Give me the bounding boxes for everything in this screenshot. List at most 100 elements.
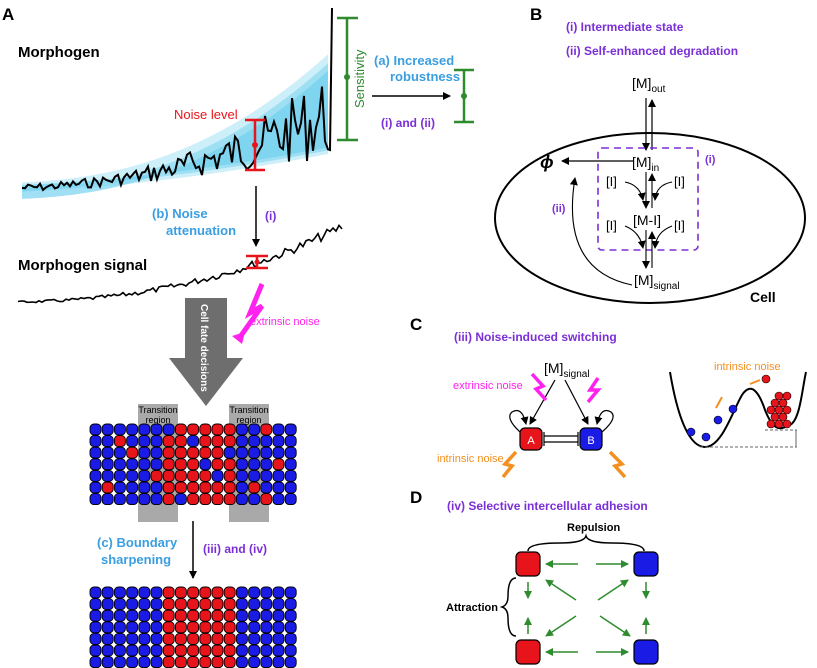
well-cell-red [782, 405, 792, 415]
well-cell-blue [713, 415, 723, 425]
cell-blue [235, 423, 248, 436]
adhesion-cell-red-top [515, 551, 541, 577]
cell-blue [89, 446, 102, 459]
cell-blue [260, 598, 273, 611]
cell-red [174, 481, 187, 494]
repulsion-brace [527, 533, 645, 552]
cell-red [187, 621, 200, 634]
intrinsic-noise-well: intrinsic noise [714, 361, 781, 373]
cell-blue [89, 621, 102, 634]
sensitivity-label: Sensitivity [352, 49, 367, 108]
cell-fate-arrow [169, 298, 243, 406]
cell-blue [89, 644, 102, 657]
cell-red [162, 481, 175, 494]
well-cell-red [774, 405, 784, 415]
cell-blue [248, 458, 261, 471]
cell-red [174, 435, 187, 448]
cell-blue [150, 446, 163, 459]
well-cell-blue [686, 427, 696, 437]
cell-red [211, 609, 224, 622]
cell-blue [101, 656, 114, 668]
cell-red [223, 632, 236, 645]
extrinsic-noise-label-a: extrinsic noise [250, 316, 320, 328]
i-and-ii-label: (i) and (ii) [381, 116, 435, 130]
cell-red [187, 632, 200, 645]
cell-red [272, 458, 285, 471]
cell-blue [284, 586, 297, 599]
panel-b-letter: B [530, 5, 542, 24]
cell-blue [260, 586, 273, 599]
signal-to-b [564, 379, 589, 425]
noise-kicks [715, 379, 761, 409]
cell-blue [248, 446, 261, 459]
cell-red [162, 621, 175, 634]
cell-blue [248, 609, 261, 622]
cell-red [174, 598, 187, 611]
attraction-brace [499, 577, 517, 637]
cell-blue [248, 435, 261, 448]
cell-blue [113, 481, 126, 494]
complex-mi: [M-I] [633, 212, 661, 228]
cell-red [223, 598, 236, 611]
cell-red [162, 458, 175, 471]
cell-red [162, 586, 175, 599]
node-a-label: A [527, 435, 535, 447]
cell-blue [150, 609, 163, 622]
cell-blue [126, 586, 139, 599]
cell-red [260, 493, 273, 506]
cell-red [211, 446, 224, 459]
cell-membrane [494, 132, 806, 304]
cell-red [211, 481, 224, 494]
well-cell-red [774, 391, 784, 401]
cell-blue [284, 423, 297, 436]
cell-red [223, 586, 236, 599]
cell-blue [150, 586, 163, 599]
cell-red [223, 644, 236, 657]
cell-blue [138, 644, 151, 657]
cell-blue [101, 493, 114, 506]
boundary-sharpening-line1: (c) Boundary [97, 535, 178, 550]
cell-blue [101, 609, 114, 622]
cell-blue [272, 446, 285, 459]
m-signal-b: [M]signal [634, 272, 680, 292]
cell-blue [126, 423, 139, 436]
cell-blue [113, 458, 126, 471]
cell-blue [138, 435, 151, 448]
m-in: [M]in [632, 154, 659, 174]
intrinsic-noise-c: intrinsic noise [437, 453, 504, 465]
cell-red [223, 609, 236, 622]
well-cell-red [766, 405, 776, 415]
transition-right-line2: region [236, 415, 261, 425]
cell-blue [89, 469, 102, 482]
cell-red [199, 656, 212, 668]
cell-blue [248, 423, 261, 436]
cell-red [211, 644, 224, 657]
cell-blue [235, 632, 248, 645]
cell-red [199, 446, 212, 459]
cell-blue [89, 458, 102, 471]
cell-red [199, 586, 212, 599]
well-cell-red [778, 398, 788, 408]
cell-red [223, 469, 236, 482]
cell-red [150, 469, 163, 482]
cell-blue [260, 632, 273, 645]
cell-blue [150, 598, 163, 611]
cell-blue [235, 586, 248, 599]
cell-blue [272, 609, 285, 622]
cell-blue [113, 632, 126, 645]
cell-blue [248, 621, 261, 634]
cell-blue [89, 632, 102, 645]
cell-red [211, 656, 224, 668]
cell-red [187, 493, 200, 506]
cell-blue [248, 632, 261, 645]
i-right-bottom: [I] [674, 218, 685, 233]
cell-blue [138, 609, 151, 622]
cell-blue [284, 458, 297, 471]
cell-blue [101, 435, 114, 448]
cell-blue [126, 656, 139, 668]
cell-red [174, 644, 187, 657]
cell-blue [199, 458, 212, 471]
boundary-sharpening-line2: sharpening [101, 552, 171, 567]
m-out: [M]out [632, 75, 666, 95]
